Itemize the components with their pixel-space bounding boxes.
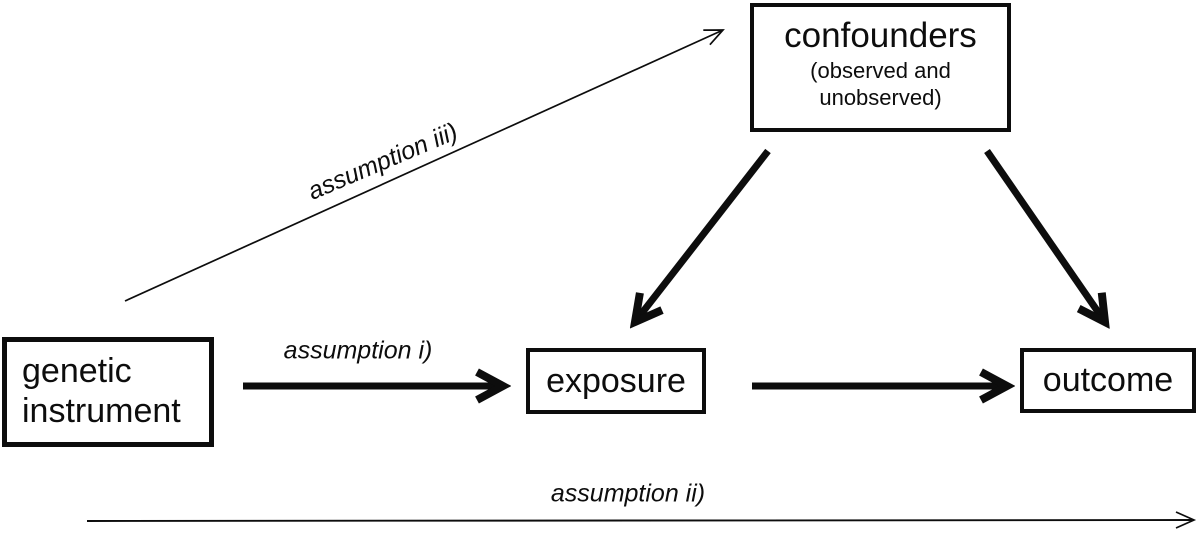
arrow-assumption-iii-genetic-to-confounders <box>124 29 725 302</box>
confounders-subtitle: (observed and unobserved) <box>810 58 951 111</box>
node-outcome: outcome <box>1020 348 1196 413</box>
confounders-title: confounders <box>784 16 977 55</box>
node-confounders: confounders (observed and unobserved) <box>750 3 1011 132</box>
node-genetic-instrument: genetic instrument <box>2 337 214 447</box>
outcome-label: outcome <box>1042 361 1174 399</box>
arrow-confounders-to-exposure <box>635 148 771 322</box>
node-exposure: exposure <box>526 348 706 414</box>
exposure-label: exposure <box>546 361 686 400</box>
arrow-confounders-to-outcome <box>984 149 1105 322</box>
assumption-ii-label: assumption ii) <box>550 479 706 508</box>
assumption-i-label: assumption i) <box>283 336 433 365</box>
arrow-assumption-ii-genetic-to-outcome <box>86 511 1197 529</box>
genetic-instrument-label: genetic instrument <box>22 352 181 430</box>
